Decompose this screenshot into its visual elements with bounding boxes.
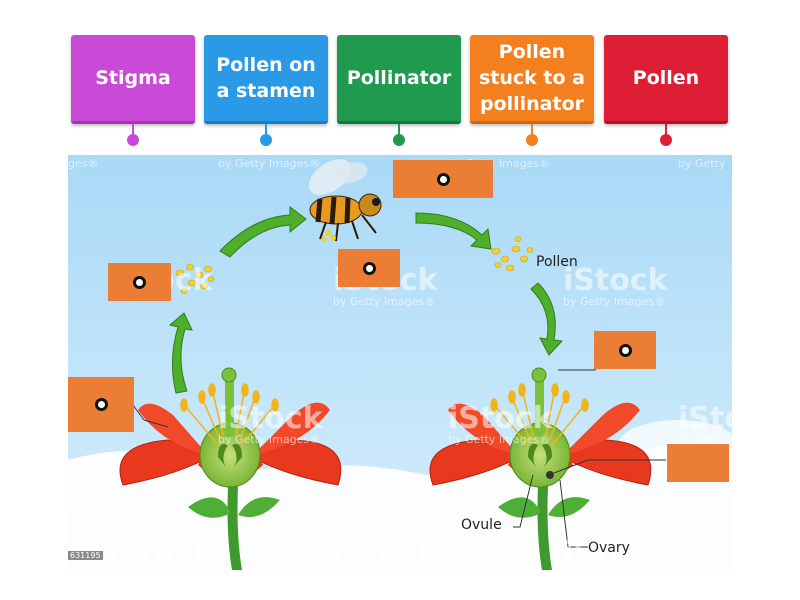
- label-card-text: Pollen stuck to a pollinator: [478, 41, 585, 115]
- image-id-fragment: 631195: [68, 551, 103, 560]
- card-pin-dot: [260, 134, 272, 146]
- label-card-text: Pollinator: [346, 67, 452, 89]
- right-flower: [429, 352, 666, 570]
- svg-text:iStock: iStock: [218, 401, 324, 436]
- drop-zone-marker: [94, 398, 108, 411]
- svg-text:by Getty Images®: by Getty Images®: [218, 433, 320, 446]
- card-pin-dot: [660, 134, 672, 146]
- drop-zone-pollen-left[interactable]: [108, 263, 171, 301]
- card-pin-stem: [665, 124, 667, 136]
- cycle-arrows: [168, 206, 564, 394]
- card-pin-dot: [526, 134, 538, 146]
- label-card-text: Stigma: [95, 67, 171, 89]
- drop-zone-marker: [436, 172, 450, 186]
- label-card-text: Pollen on a stamen: [216, 54, 316, 102]
- label-card-pollen-on-stamen[interactable]: Pollen on a stamen: [204, 35, 328, 124]
- label-card-pollen[interactable]: Pollen: [604, 35, 728, 124]
- svg-text:iStock: iStock: [563, 536, 669, 570]
- diagram-illustration: iStock iStock iStock iStock iStock iStoc…: [68, 155, 732, 570]
- svg-text:by Getty Images®: by Getty Images®: [218, 157, 320, 170]
- svg-text:by Getty Images®: by Getty Images®: [563, 295, 665, 308]
- svg-text:ges®: ges®: [68, 157, 98, 170]
- drop-zone-marker: [133, 275, 146, 289]
- diagram-label-pollen: Pollen: [536, 254, 578, 270]
- label-card-pollen-stuck-to-pollinator[interactable]: Pollen stuck to a pollinator: [470, 35, 594, 124]
- bee-illustration: [308, 159, 382, 242]
- diagram-label-ovary: Ovary: [588, 540, 630, 556]
- svg-text:iStock: iStock: [108, 536, 214, 570]
- svg-text:by Getty: by Getty: [678, 157, 726, 170]
- drop-zone-pollen-on-stamen[interactable]: [68, 377, 134, 432]
- card-pin-dot: [393, 134, 405, 146]
- drop-zone-marker: [362, 261, 376, 275]
- pollination-diagram: iStock iStock iStock iStock iStock iStoc…: [68, 155, 732, 570]
- label-card-stigma[interactable]: Stigma: [71, 35, 195, 124]
- svg-text:iStock: iStock: [333, 536, 439, 570]
- diagram-label-ovule: Ovule: [461, 517, 502, 533]
- svg-text:iStock: iStock: [678, 401, 732, 436]
- left-flower: [119, 367, 342, 570]
- drop-zone-pollinator[interactable]: [393, 160, 493, 198]
- card-pin-dot: [127, 134, 139, 146]
- drop-zone-marker: [618, 343, 632, 357]
- card-pin-stem: [265, 124, 267, 136]
- drop-zone-pollen-stuck-to-pollinator[interactable]: [338, 249, 400, 287]
- label-card-text: Pollen: [632, 67, 700, 89]
- card-pin-stem: [531, 124, 533, 136]
- drop-zone-empty[interactable]: [667, 444, 729, 482]
- svg-text:iStock: iStock: [563, 263, 669, 298]
- svg-text:by Getty Images®: by Getty Images®: [333, 295, 435, 308]
- card-pin-stem: [398, 124, 400, 136]
- svg-text:by Getty: by Getty: [678, 433, 726, 446]
- card-pin-stem: [132, 124, 134, 136]
- drop-zone-stigma-right[interactable]: [594, 331, 656, 369]
- svg-text:by Getty Images®: by Getty Images®: [448, 433, 550, 446]
- pollen-grains: [175, 236, 534, 294]
- svg-text:iStock: iStock: [448, 401, 554, 436]
- watermarks: iStock iStock iStock iStock iStock iStoc…: [68, 157, 732, 570]
- label-card-pollinator[interactable]: Pollinator: [337, 35, 461, 124]
